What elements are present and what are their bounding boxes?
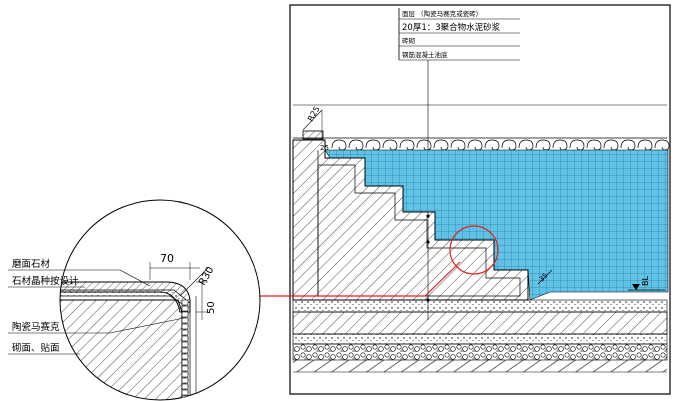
enlarged-detail: 70 R30 50 磨面石材 石材晶种按设计 陶瓷马赛克 砌面、贴面 <box>8 199 261 401</box>
detail-dim-50-label: 50 <box>206 301 217 314</box>
mosaic-tile <box>181 371 189 378</box>
label-stone-spec: 石材晶种按设计 <box>12 275 79 287</box>
dim-25-label: 25 <box>320 144 329 152</box>
mosaic-tile <box>181 305 189 312</box>
legend-row-brick: 砖砌 <box>402 36 416 45</box>
label-polished-stone: 磨面石材 <box>12 258 51 270</box>
detail-wall-body <box>60 299 183 400</box>
mosaic-tile <box>181 323 189 330</box>
bl-label: BL <box>641 276 650 286</box>
floor-slab <box>292 311 668 335</box>
legend-row-surface: 面层 （陶瓷马赛克或瓷砖） <box>402 9 482 18</box>
mosaic-tile <box>181 311 189 318</box>
floor-blinding <box>292 333 668 345</box>
stepped-core <box>317 164 521 297</box>
main-section-drawing: 面层 （陶瓷马赛克或瓷砖） 20厚1：3聚合物水泥砂浆 砖砌 钢筋混凝土池底 R… <box>289 4 671 395</box>
mosaic-tile <box>181 335 189 342</box>
mosaic-tile <box>181 377 189 384</box>
detail-mosaic-tiles <box>181 299 189 400</box>
floor-screed <box>292 299 668 313</box>
mosaic-tile <box>181 383 189 390</box>
dim-35: 35 <box>538 269 553 285</box>
label-lining: 砌面、贴面 <box>12 342 60 354</box>
mosaic-tile <box>181 359 189 366</box>
detail-dim-50: 50 <box>196 281 217 320</box>
coping-stone <box>302 130 324 140</box>
mosaic-tile <box>181 317 189 324</box>
detail-dim-70-label: 70 <box>160 252 174 265</box>
legend-row-concrete: 钢筋混凝土池底 <box>402 50 448 59</box>
bl-marker: BL <box>628 276 665 291</box>
floor-gravel <box>292 343 668 361</box>
dim-35-label: 35 <box>538 271 550 283</box>
detail-callout-circle <box>449 225 499 275</box>
floor-earth <box>293 360 667 372</box>
legend-row-mortar: 20厚1：3聚合物水泥砂浆 <box>402 22 501 33</box>
mosaic-tile <box>181 341 189 348</box>
label-ceramic-mosaic: 陶瓷马赛克 <box>12 321 60 333</box>
mosaic-tile <box>181 299 189 306</box>
mosaic-tile <box>181 329 189 336</box>
detail-leader-line <box>250 261 461 297</box>
mosaic-tile <box>181 389 189 396</box>
mosaic-tile <box>181 365 189 372</box>
mosaic-tile <box>181 353 189 360</box>
detail-labels: 磨面石材 石材晶种按设计 陶瓷马赛克 砌面、贴面 <box>8 258 185 355</box>
detail-dim-70: 70 <box>149 252 200 280</box>
mosaic-tile <box>181 347 189 354</box>
